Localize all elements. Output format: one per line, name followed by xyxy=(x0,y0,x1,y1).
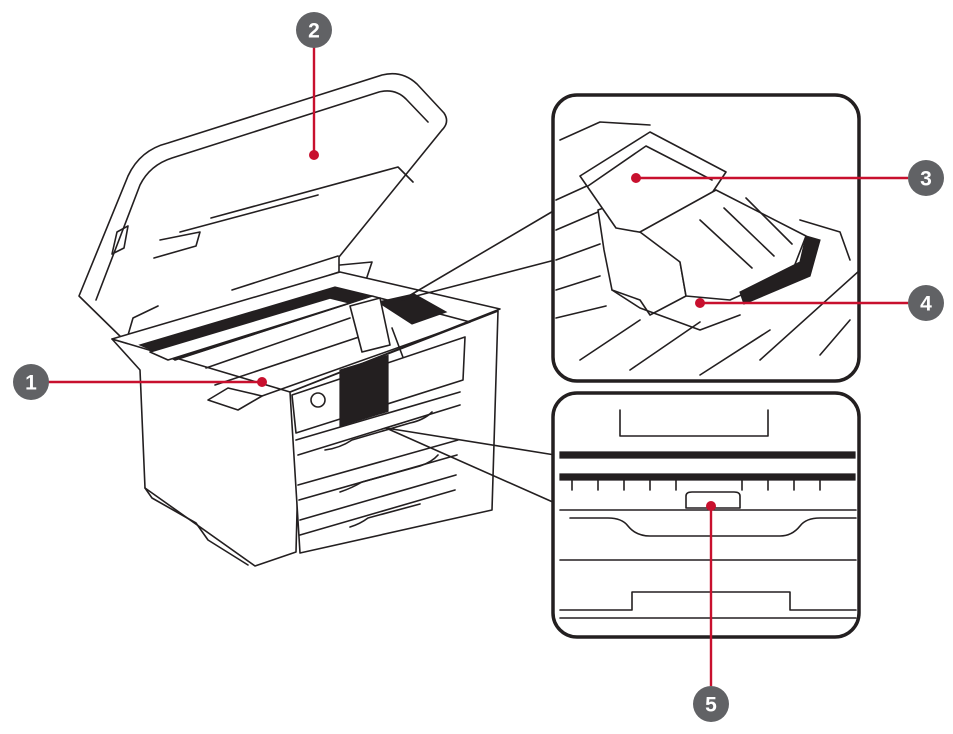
leader-dot-4 xyxy=(695,298,705,308)
callout-leaders xyxy=(48,47,908,686)
leader-dot-2 xyxy=(309,150,319,160)
leader-dot-1 xyxy=(257,377,267,387)
inset-cassette-tab xyxy=(551,391,861,639)
scanner-lid xyxy=(78,72,448,343)
callout-number-2: 2 xyxy=(308,20,320,43)
leader-dot-3 xyxy=(631,173,641,183)
callout-5: 5 xyxy=(693,686,729,722)
callout-3: 3 xyxy=(908,160,944,196)
callout-4: 4 xyxy=(908,285,944,321)
leader-dot-5 xyxy=(706,501,716,511)
callout-number-5: 5 xyxy=(705,694,717,717)
inset-cartridge-area xyxy=(551,93,861,383)
callout-number-1: 1 xyxy=(25,372,37,395)
callout-number-3: 3 xyxy=(920,168,932,191)
printer-illustration xyxy=(78,72,556,567)
callout-number-4: 4 xyxy=(920,293,932,316)
callout-1: 1 xyxy=(13,364,49,400)
callout-2: 2 xyxy=(296,12,332,48)
